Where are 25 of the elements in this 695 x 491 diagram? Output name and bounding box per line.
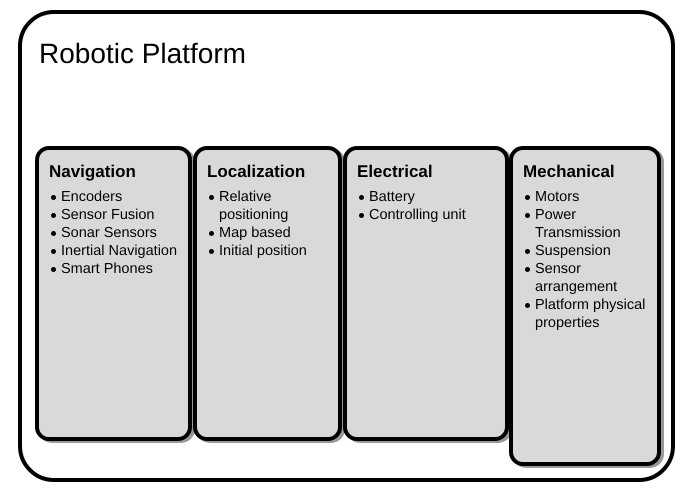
bullet-text: Controlling unit [369, 207, 466, 223]
bullet-text: Power Transmission [535, 207, 621, 241]
bullet-text: Relative positioning [219, 189, 288, 223]
category-box [343, 146, 509, 441]
bullet-text: Suspension [535, 243, 611, 259]
box-heading: Navigation [49, 162, 136, 182]
bullet-text: Sonar Sensors [61, 225, 157, 241]
bullet-text: Sensor Fusion [61, 207, 154, 223]
box-heading: Localization [207, 162, 306, 182]
platform-container [18, 10, 675, 482]
category-box [193, 146, 342, 441]
bullet-text: Encoders [61, 189, 122, 205]
container-title: Robotic Platform [39, 38, 246, 70]
box-heading: Electrical [357, 162, 433, 182]
bullet-text: Map based [219, 225, 291, 241]
bullet-text: Initial position [219, 243, 307, 259]
bullet-text: Motors [535, 189, 580, 205]
category-box [509, 146, 661, 466]
bullet-text: Platform physical properties [535, 297, 646, 331]
bullet-text: Battery [369, 189, 415, 205]
box-heading: Mechanical [523, 162, 615, 182]
bullet-text: Sensor arrangement [535, 261, 618, 295]
bullet-text: Smart Phones [61, 261, 153, 277]
category-box [35, 146, 192, 441]
bullet-text: Inertial Navigation [61, 243, 178, 259]
